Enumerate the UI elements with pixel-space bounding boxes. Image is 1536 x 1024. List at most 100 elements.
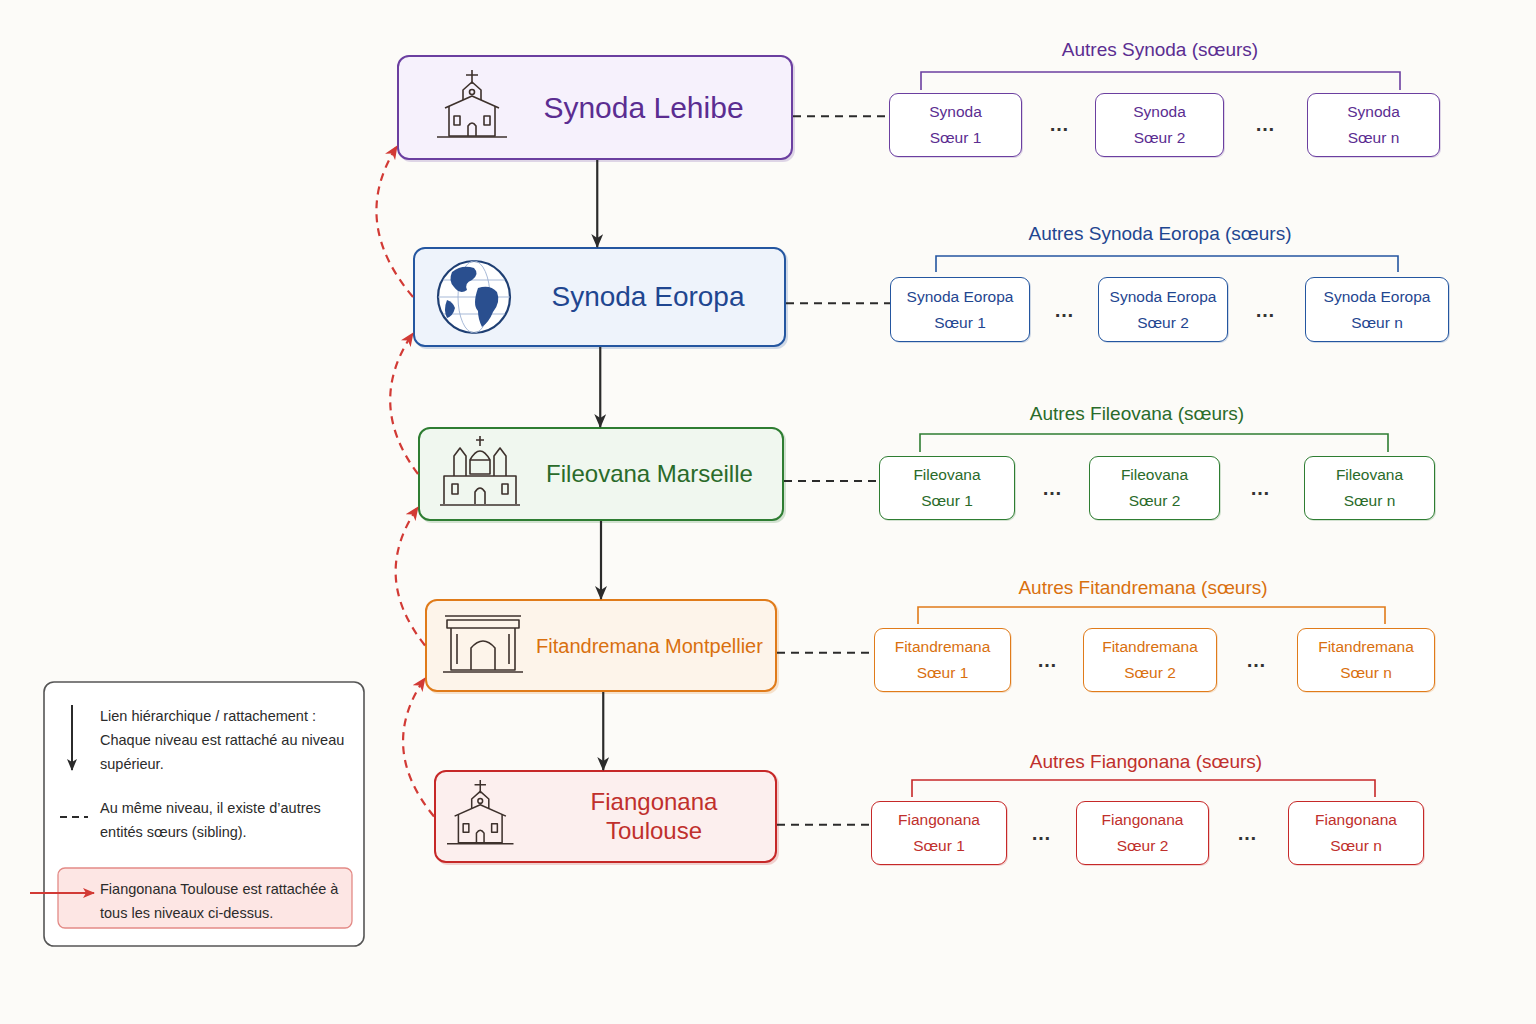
church-icon bbox=[463, 82, 481, 100]
church-icon bbox=[454, 116, 460, 125]
text-wrap: Fiangonana Sœur n bbox=[1293, 802, 1419, 864]
church-icon bbox=[437, 136, 507, 138]
sibling-box: Synoda Eoropa Sœur 2 bbox=[1098, 277, 1228, 342]
text-wrap: Synoda Sœur 1 bbox=[894, 94, 1017, 156]
church-icon bbox=[484, 116, 490, 125]
sibling-bracket bbox=[921, 72, 1400, 90]
sibling-name: Synoda Sœur 1 bbox=[916, 99, 996, 150]
arch-icon bbox=[443, 671, 523, 673]
cathedral-icon bbox=[494, 448, 506, 476]
level-title: Fiangonana Toulouse bbox=[541, 788, 767, 846]
text-wrap: Fiangonana Sœur 2 bbox=[1081, 802, 1204, 864]
sibling-box: Synoda Eoropa Sœur n bbox=[1305, 277, 1449, 342]
sibling-link bbox=[793, 115, 889, 117]
ellipsis: … bbox=[1255, 113, 1275, 136]
sibling-box: Fileovana Sœur n bbox=[1304, 456, 1435, 520]
group-heading: Autres Synoda Eoropa (sœurs) bbox=[1029, 223, 1292, 245]
sibling-bracket bbox=[936, 256, 1398, 272]
church-icon bbox=[447, 843, 514, 845]
globe-icon bbox=[438, 280, 510, 314]
church-icon bbox=[468, 123, 476, 136]
sibling-name: Synoda Eoropa Sœur 1 bbox=[900, 284, 1020, 335]
globe-icon bbox=[475, 287, 498, 327]
level-box: Fileovana Marseille bbox=[418, 427, 784, 521]
level-box: Fitandremana Montpellier bbox=[425, 599, 777, 692]
legend-text: Fiangonana Toulouse est rattachée à tous… bbox=[100, 877, 345, 925]
text-wrap: Synoda Sœur n bbox=[1312, 94, 1435, 156]
text-wrap: Fileovana Marseille bbox=[525, 429, 774, 519]
legend-sample bbox=[30, 892, 94, 894]
hierarchy-arrow bbox=[602, 692, 604, 770]
text-wrap: Fitandremana Sœur 1 bbox=[879, 629, 1006, 691]
church-icon bbox=[437, 70, 507, 137]
ellipsis: … bbox=[1037, 649, 1057, 672]
text-wrap: Fitandremana Sœur n bbox=[1302, 629, 1430, 691]
level-box: Synoda Eoropa bbox=[413, 247, 786, 347]
cathedral-icon bbox=[470, 451, 490, 460]
sibling-box: Fiangonana Sœur n bbox=[1288, 801, 1424, 865]
sibling-name: Fiangonana Sœur 1 bbox=[887, 807, 992, 858]
sibling-name: Fitandremana Sœur 1 bbox=[885, 634, 1000, 685]
level-title: Synoda Eoropa bbox=[551, 280, 744, 314]
level-title: Synoda Lehibe bbox=[543, 90, 743, 126]
cathedral-icon bbox=[502, 484, 508, 494]
globe-icon bbox=[458, 261, 490, 333]
sibling-name: Fileovana Sœur 2 bbox=[1107, 462, 1202, 513]
sibling-box: Synoda Sœur n bbox=[1307, 93, 1440, 157]
ellipsis: … bbox=[1237, 822, 1257, 845]
attachment-arrow bbox=[376, 146, 413, 297]
sibling-bracket bbox=[912, 780, 1375, 797]
group-heading: Autres Synoda (sœurs) bbox=[1062, 39, 1258, 61]
cathedral-icon bbox=[476, 436, 484, 446]
attachment-arrow bbox=[403, 678, 434, 817]
cathedral-icon bbox=[454, 448, 466, 476]
text-wrap: Fileovana Sœur n bbox=[1309, 457, 1430, 519]
sibling-name: Fiangonana Sœur n bbox=[1304, 807, 1409, 858]
sibling-name: Synoda Eoropa Sœur 2 bbox=[1103, 284, 1223, 335]
sibling-link bbox=[777, 652, 874, 654]
church-icon bbox=[455, 805, 506, 816]
sibling-box: Fileovana Sœur 1 bbox=[879, 456, 1015, 520]
legend-sample bbox=[60, 816, 88, 818]
arch-icon bbox=[457, 634, 509, 664]
arch-icon bbox=[443, 616, 523, 672]
sibling-name: Fileovana Sœur 1 bbox=[900, 462, 995, 513]
sibling-link bbox=[786, 302, 890, 304]
sibling-name: Fileovana Sœur n bbox=[1322, 462, 1417, 513]
globe-icon bbox=[438, 261, 510, 333]
sibling-bracket bbox=[918, 607, 1385, 624]
group-heading: Autres Fileovana (sœurs) bbox=[1030, 403, 1244, 425]
cathedral-icon bbox=[452, 484, 458, 494]
church-icon bbox=[478, 799, 483, 804]
sibling-name: Fiangonana Sœur 2 bbox=[1090, 807, 1195, 858]
church-icon bbox=[476, 830, 484, 842]
text-wrap: Synoda Lehibe bbox=[504, 57, 783, 158]
ellipsis: … bbox=[1042, 477, 1062, 500]
attachment-arrow bbox=[390, 333, 418, 474]
sibling-name: Synoda Sœur n bbox=[1334, 99, 1414, 150]
group-heading: Autres Fitandremana (sœurs) bbox=[1018, 577, 1267, 599]
arch-icon bbox=[447, 620, 519, 628]
arch-icon bbox=[471, 641, 495, 670]
ellipsis: … bbox=[1049, 113, 1069, 136]
text-wrap: Fitandremana Sœur 2 bbox=[1088, 629, 1212, 691]
cathedral-icon bbox=[444, 476, 516, 504]
level-title: Fileovana Marseille bbox=[546, 460, 753, 489]
sibling-bracket bbox=[920, 434, 1388, 452]
cathedral-icon bbox=[475, 488, 485, 504]
church-icon bbox=[475, 780, 486, 793]
sibling-name: Fitandremana Sœur 2 bbox=[1093, 634, 1208, 685]
globe-icon bbox=[445, 300, 455, 318]
cathedral-icon bbox=[440, 504, 520, 506]
sibling-box: Fiangonana Sœur 2 bbox=[1076, 801, 1209, 865]
text-wrap: Fitandremana Montpellier bbox=[532, 601, 767, 690]
text-wrap: Synoda Sœur 2 bbox=[1100, 94, 1219, 156]
text-wrap: Fiangonana Toulouse bbox=[541, 772, 767, 861]
sibling-box: Fitandremana Sœur 1 bbox=[874, 628, 1011, 692]
level-box: Fiangonana Toulouse bbox=[434, 770, 777, 863]
sibling-box: Synoda Sœur 1 bbox=[889, 93, 1022, 157]
sibling-box: Synoda Sœur 2 bbox=[1095, 93, 1224, 157]
legend-text: Au même niveau, il existe d’autres entit… bbox=[100, 796, 350, 844]
legend-frame bbox=[44, 682, 364, 946]
